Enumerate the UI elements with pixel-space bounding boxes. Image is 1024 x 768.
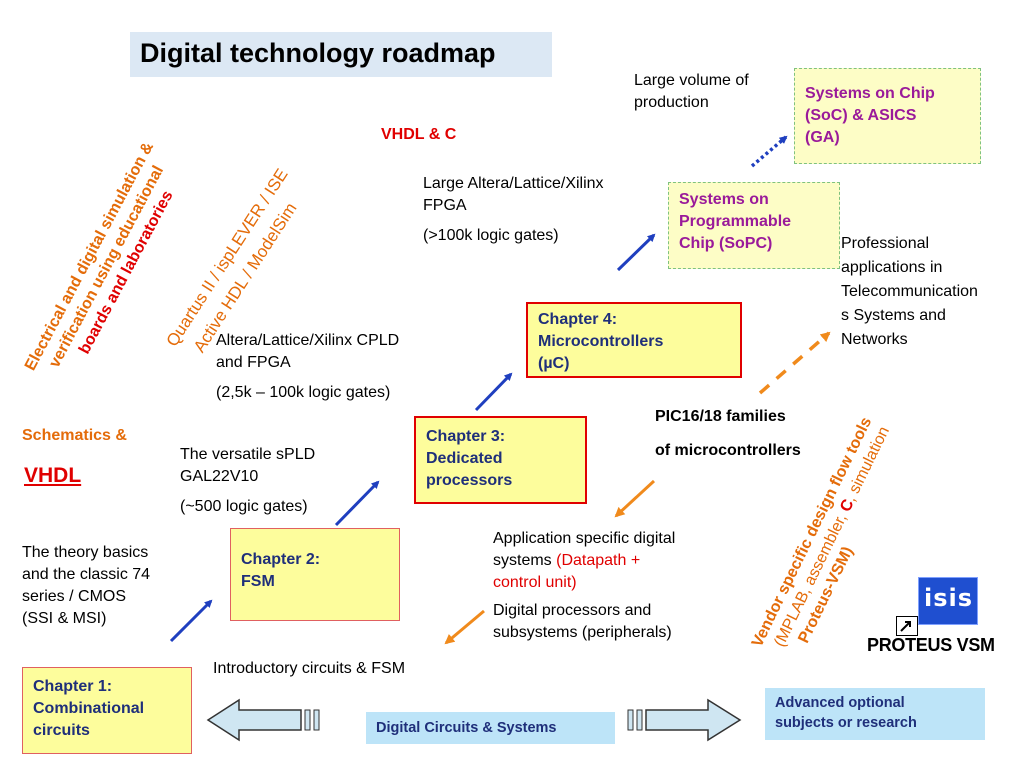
- large-fpga-text: Large Altera/Lattice/Xilinx FPGA (>100k …: [423, 173, 604, 247]
- right-block-arrow: [627, 698, 742, 742]
- app-line3: control unit): [493, 574, 577, 591]
- chapter2-line2: FSM: [241, 573, 275, 590]
- professional-line4: s Systems and: [841, 307, 946, 324]
- introductory-text: Introductory circuits & FSM: [213, 660, 406, 677]
- large-volume-line2: production: [634, 94, 709, 111]
- theory-line1: The theory basics: [22, 544, 149, 561]
- isis-logo: isis: [918, 577, 978, 625]
- professional-line1: Professional: [841, 235, 930, 252]
- soc-line1: Systems on Chip: [805, 85, 935, 102]
- pic-line1: PIC16/18 families: [655, 408, 786, 425]
- large-volume-line1: Large volume of: [634, 72, 749, 89]
- chapter2-box: Chapter 2: FSM: [230, 528, 400, 621]
- advanced-box: Advanced optional subjects or research: [765, 688, 985, 740]
- chapter4-box: Chapter 4: Microcontrollers (µC): [526, 302, 742, 378]
- digital-circuits-box: Digital Circuits & Systems: [366, 712, 615, 744]
- soc-line2: (SoC) & ASICS: [805, 107, 917, 124]
- theory-line3: series / CMOS: [22, 588, 127, 605]
- soc-line3: (GA): [805, 129, 840, 146]
- schematics-label: Schematics &: [22, 427, 127, 444]
- arrow-ch3-ch4: [474, 372, 513, 412]
- gal-line2: GAL22V10: [180, 468, 259, 485]
- sopc-line2: Programmable: [679, 213, 792, 230]
- chapter1-line3: circuits: [33, 722, 90, 739]
- digital-circuits-label: Digital Circuits & Systems: [376, 720, 557, 736]
- gal-line1: The versatile sPLD: [180, 446, 316, 463]
- pic-text: PIC16/18 families of microcontrollers: [655, 406, 801, 462]
- vhdl-label: VHDL: [24, 464, 82, 487]
- soc-box: Systems on Chip (SoC) & ASICS (GA): [794, 68, 981, 164]
- chapter3-line1: Chapter 3:: [426, 428, 506, 445]
- arrow-ch2-ch3: [334, 480, 380, 527]
- arrow-ch4-sopc: [616, 233, 656, 272]
- arrow-pic-professional: [758, 331, 831, 395]
- chapter3-line3: processors: [426, 472, 513, 489]
- arrow-pic-app: [614, 479, 656, 518]
- arrow-ch1-ch2: [169, 599, 213, 643]
- shortcut-arrow-icon: [896, 616, 918, 636]
- proteus-label: PROTEUS VSM: [867, 635, 995, 655]
- chapter1-box: Chapter 1: Combinational circuits: [22, 667, 192, 754]
- large-fpga-line1: Large Altera/Lattice/Xilinx: [423, 175, 604, 192]
- chapter2-line1: Chapter 2:: [241, 551, 321, 568]
- theory-line4: (SSI & MSI): [22, 610, 107, 627]
- chapter3-box: Chapter 3: Dedicated processors: [414, 416, 587, 504]
- gal-gates: (~500 logic gates): [180, 498, 308, 515]
- cpld-line2: and FPGA: [216, 354, 291, 371]
- theory-text: The theory basics and the classic 74 ser…: [22, 542, 150, 630]
- pic-line2: of microcontrollers: [655, 442, 801, 459]
- large-fpga-line2: FPGA: [423, 197, 467, 214]
- gal-text: The versatile sPLD GAL22V10 (~500 logic …: [180, 444, 315, 518]
- large-volume-note: Large volume of production: [634, 70, 749, 114]
- chapter4-line2: Microcontrollers: [538, 333, 664, 350]
- sopc-line3: Chip (SoPC): [679, 235, 773, 252]
- chapter4-line1: Chapter 4:: [538, 311, 618, 328]
- professional-line2: applications in: [841, 259, 943, 276]
- left-block-arrow: [206, 698, 320, 742]
- cpld-line1: Altera/Lattice/Xilinx CPLD: [216, 332, 400, 349]
- cpld-text: Altera/Lattice/Xilinx CPLD and FPGA (2,5…: [216, 330, 399, 404]
- sopc-line1: Systems on: [679, 191, 769, 208]
- professional-line3: Telecommunication: [841, 283, 978, 300]
- app-line2-prefix: systems: [493, 552, 557, 569]
- advanced-line2: subjects or research: [775, 715, 917, 731]
- arrow-sopc-soc: [750, 135, 788, 168]
- chapter3-line2: Dedicated: [426, 450, 503, 467]
- app-line5: subsystems (peripherals): [493, 624, 672, 641]
- professional-text: Professional applications in Telecommuni…: [841, 232, 978, 352]
- isis-logo-text: isis: [924, 584, 974, 612]
- page-title: Digital technology roadmap: [140, 38, 496, 68]
- theory-line2: and the classic 74: [22, 566, 151, 583]
- advanced-line1: Advanced optional: [775, 695, 905, 711]
- chapter4-line3: (µC): [538, 355, 570, 372]
- arrow-app-intro: [444, 609, 485, 645]
- cpld-gates: (2,5k – 100k logic gates): [216, 384, 391, 401]
- app-specific-text: Application specific digital systems (Da…: [493, 528, 675, 644]
- professional-line5: Networks: [841, 331, 908, 348]
- title-banner: Digital technology roadmap: [130, 32, 552, 77]
- large-fpga-gates: (>100k logic gates): [423, 227, 559, 244]
- sopc-box: Systems on Programmable Chip (SoPC): [668, 182, 840, 269]
- chapter1-line2: Combinational: [33, 700, 145, 717]
- vhdl-c-label: VHDL & C: [381, 126, 457, 143]
- app-line1: Application specific digital: [493, 530, 676, 547]
- app-line4: Digital processors and: [493, 602, 652, 619]
- app-line2-red: (Datapath +: [556, 552, 641, 569]
- chapter1-line1: Chapter 1:: [33, 678, 113, 695]
